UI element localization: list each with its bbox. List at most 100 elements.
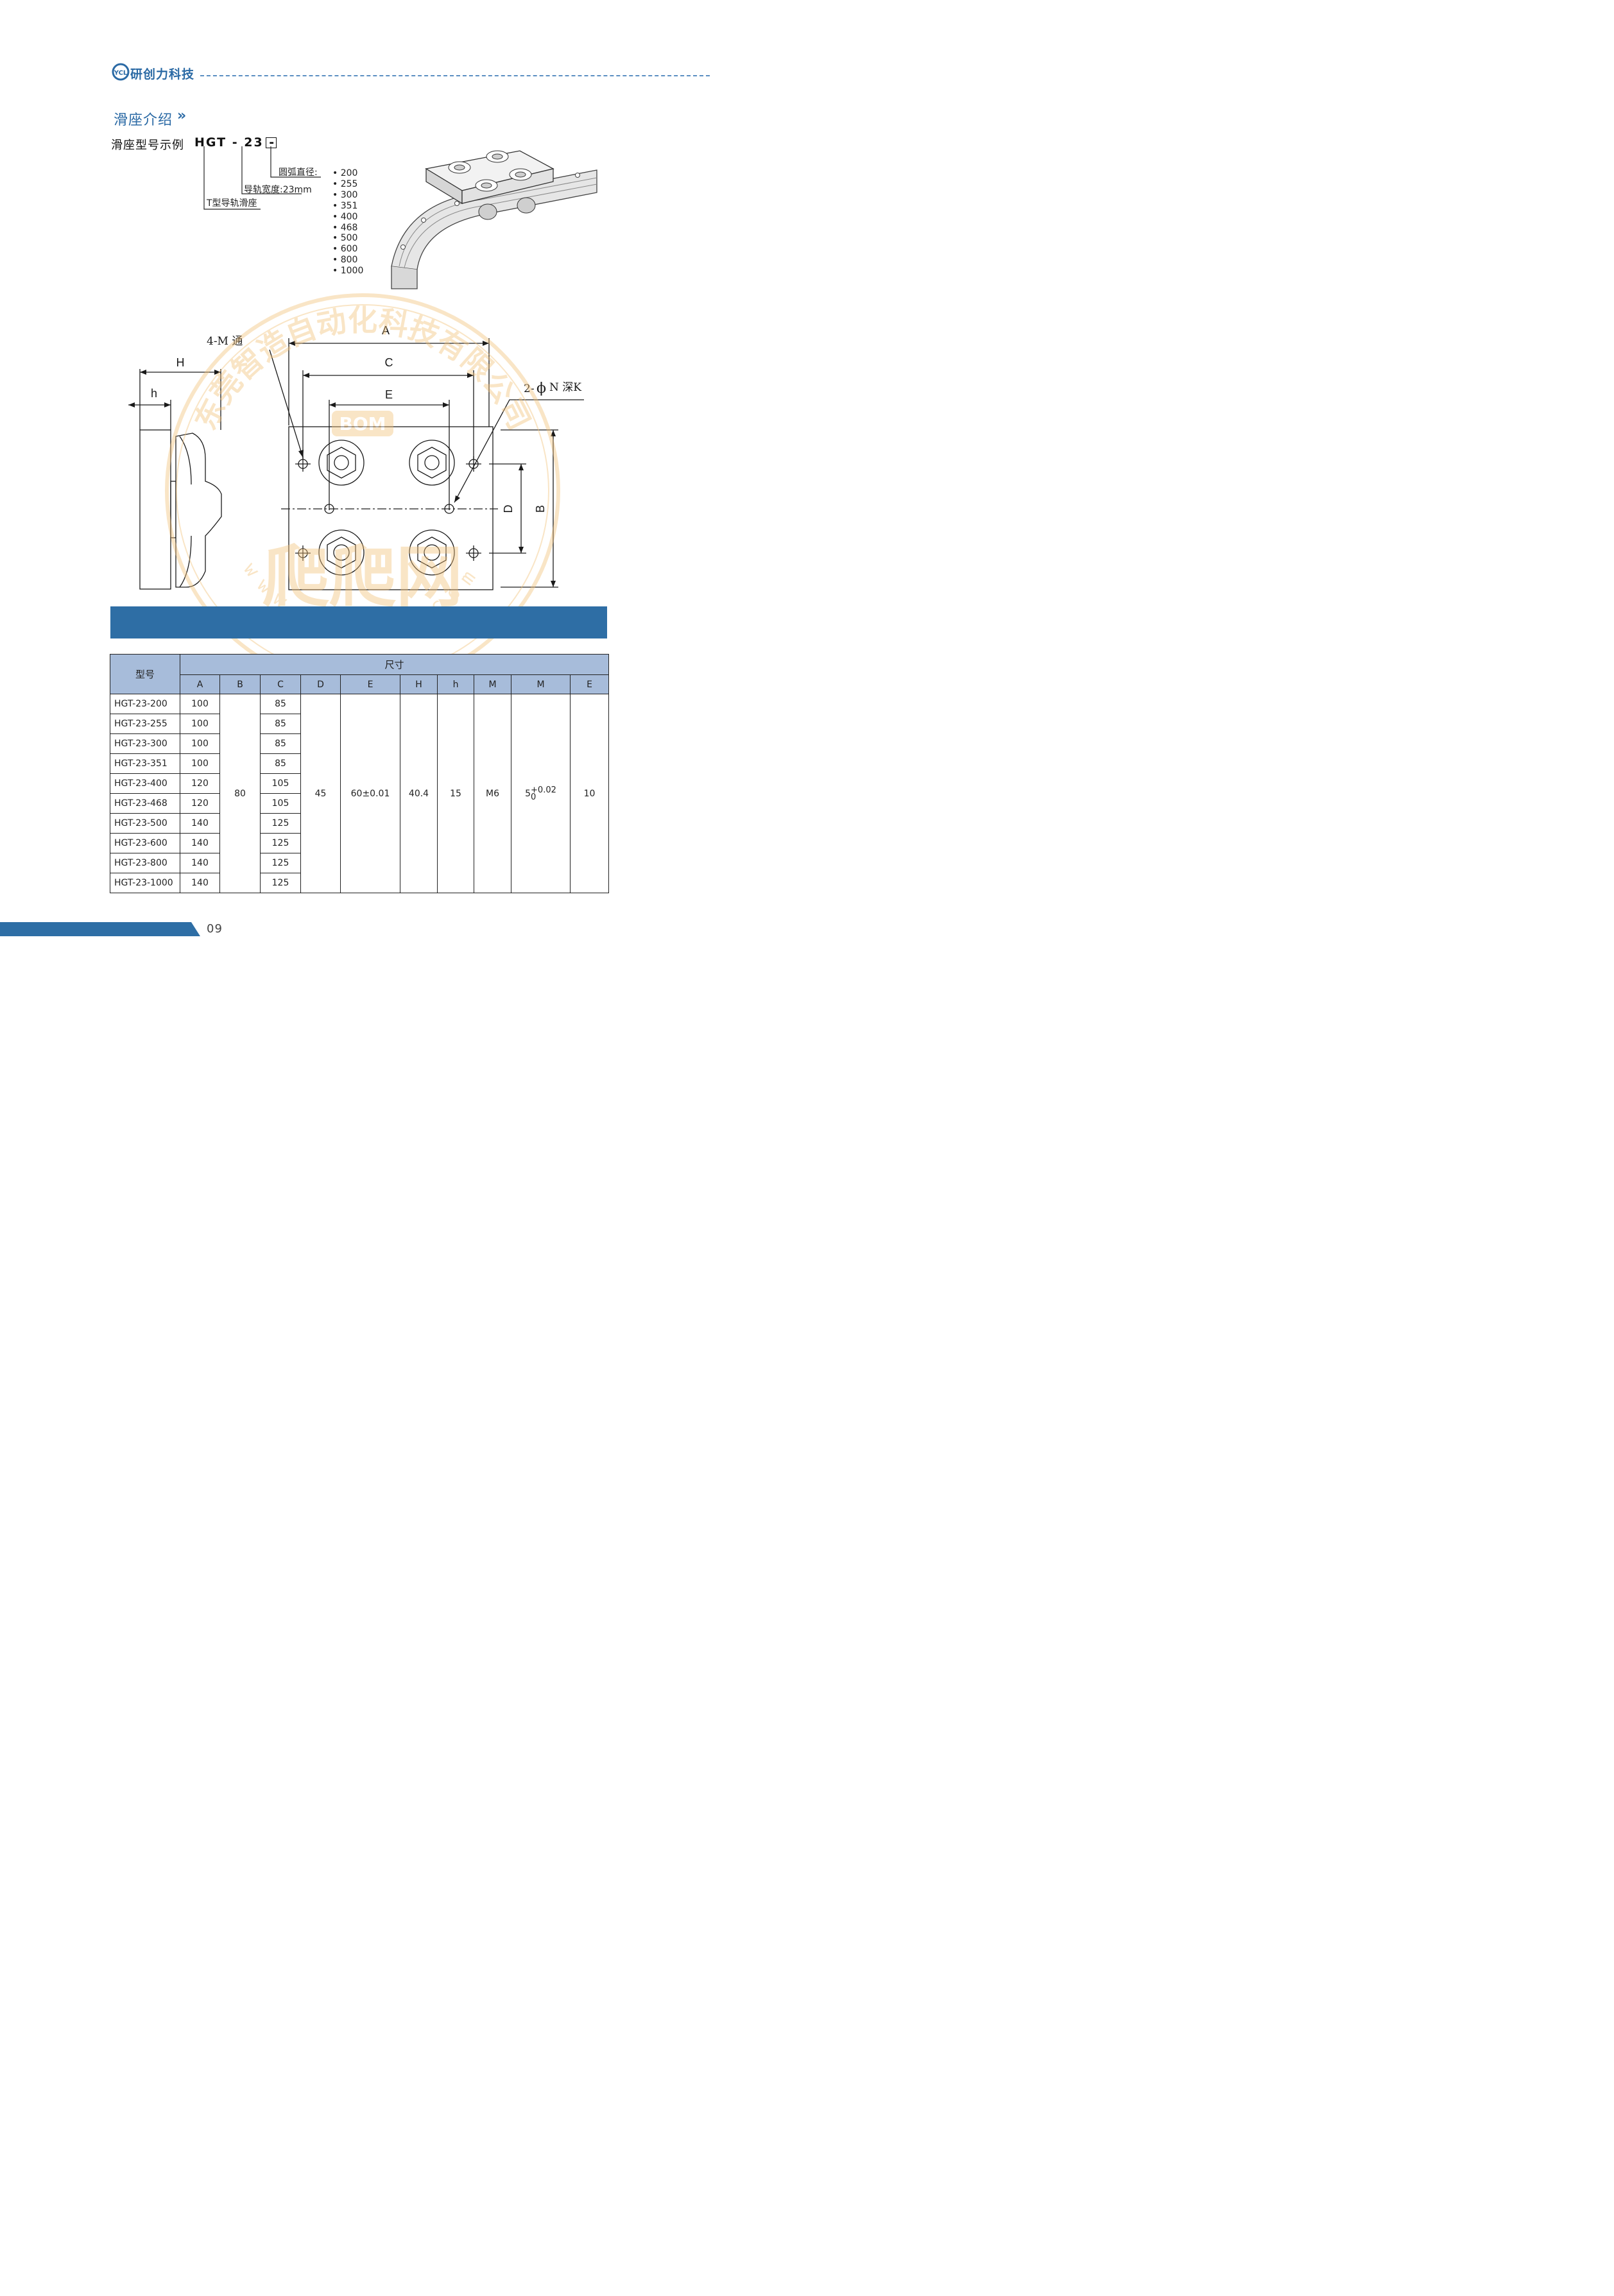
company-name: 研创力科技	[130, 67, 195, 81]
technical-drawing: 4-M 通 2- ϕ N 深K A C E H h D B	[128, 324, 584, 590]
diameter-item: 300	[332, 190, 363, 201]
cell-model: HGT-23-200	[110, 694, 180, 714]
diameter-item: 200	[332, 168, 363, 179]
diameter-item: 255	[332, 179, 363, 190]
cell-c: 105	[260, 793, 301, 814]
diameter-item: 400	[332, 212, 363, 223]
header-dimensions: 尺寸	[180, 654, 609, 675]
model-leader-lines	[203, 146, 321, 210]
cell-model: HGT-23-468	[110, 793, 180, 814]
cell-model: HGT-23-300	[110, 733, 180, 754]
cell-a: 140	[180, 873, 220, 893]
section-band	[110, 606, 607, 638]
cell-model: HGT-23-1000	[110, 873, 180, 893]
cell-c: 85	[260, 714, 301, 734]
cell-h-lower: 15	[437, 694, 474, 893]
dim-label-a: A	[382, 324, 390, 337]
leader-rail-width: 导轨宽度:23mm	[244, 185, 312, 195]
dim-label-c: C	[385, 356, 393, 369]
diameter-item: 600	[332, 244, 363, 255]
section-title: 滑座介绍	[114, 112, 173, 128]
side-plate	[139, 429, 171, 590]
header-col: C	[260, 674, 301, 694]
cell-e: 60±0.01	[340, 694, 400, 893]
diameter-item: 351	[332, 201, 363, 212]
cell-c: 85	[260, 694, 301, 714]
diameter-item: 500	[332, 233, 363, 244]
label-4m-through: 4-M 通	[207, 335, 243, 348]
footer-bar	[0, 922, 200, 936]
cell-m: M6	[474, 694, 511, 893]
tolerance-lower: 0	[531, 792, 537, 802]
cell-e2: 10	[570, 694, 609, 893]
company-logo-icon: YCL	[112, 63, 130, 81]
cell-a: 100	[180, 733, 220, 754]
diameter-item: 1000	[332, 266, 364, 277]
logo-mark: YCL	[114, 70, 128, 77]
tolerance-base: 5	[525, 788, 531, 799]
cell-model: HGT-23-255	[110, 714, 180, 734]
table-row: HGT-23-200 100 80 85 45 60±0.01 40.4 15 …	[110, 694, 609, 893]
header-col: D	[300, 674, 341, 694]
cell-a: 100	[180, 694, 220, 714]
cell-c: 125	[260, 873, 301, 893]
cell-model: HGT-23-351	[110, 753, 180, 774]
leader-slider-type: T型导轨滑座	[207, 198, 257, 209]
cell-model: HGT-23-500	[110, 813, 180, 834]
dim-label-d: D	[502, 505, 515, 513]
header-col: E	[570, 674, 609, 694]
header-divider	[200, 75, 710, 76]
front-plate	[288, 426, 494, 590]
diameter-list: 200 255 300 351 400 468 500 600 800 1000	[332, 168, 364, 277]
cell-c: 125	[260, 813, 301, 834]
header-col: h	[437, 674, 474, 694]
cell-a: 140	[180, 853, 220, 873]
page-number: 09	[207, 922, 223, 936]
cell-a: 100	[180, 714, 220, 734]
cell-h-upper: 40.4	[400, 694, 438, 893]
dim-label-h-lower: h	[151, 387, 157, 400]
header-model: 型号	[110, 654, 180, 694]
cell-a: 120	[180, 773, 220, 794]
leader-arc-diameter: 圆弧直径:	[279, 167, 318, 178]
cell-c: 85	[260, 753, 301, 774]
tolerance-upper: +0.02	[531, 785, 556, 795]
label-n-depth-k: N 深K	[549, 381, 581, 394]
spec-table: 型号 尺寸 A B C D E H h M M E HGT-23-200 100…	[110, 654, 609, 893]
dim-label-b: B	[534, 505, 547, 513]
label-2-prefix: 2-	[524, 382, 535, 395]
model-example-label: 滑座型号示例	[111, 139, 184, 152]
cell-d: 45	[300, 694, 341, 893]
cell-c: 125	[260, 833, 301, 853]
cell-a: 140	[180, 813, 220, 834]
cell-a: 140	[180, 833, 220, 853]
header-col: B	[219, 674, 261, 694]
cell-a: 100	[180, 753, 220, 774]
header-col: H	[400, 674, 438, 694]
cell-c: 125	[260, 853, 301, 873]
diameter-symbol: ϕ	[537, 381, 546, 397]
cell-b: 80	[219, 694, 261, 893]
header-col: M	[474, 674, 511, 694]
dim-label-h-upper: H	[176, 356, 185, 369]
header-col: M	[511, 674, 571, 694]
diameter-item: 468	[332, 223, 363, 234]
cell-model: HGT-23-800	[110, 853, 180, 873]
cell-model: HGT-23-400	[110, 773, 180, 794]
diameter-item: 800	[332, 255, 363, 266]
cell-model: HGT-23-600	[110, 833, 180, 853]
cell-c: 85	[260, 733, 301, 754]
model-code: HGT - 23 -	[194, 135, 276, 150]
cell-c: 105	[260, 773, 301, 794]
header-col: E	[340, 674, 400, 694]
product-illustration	[391, 150, 597, 289]
header-col: A	[180, 674, 220, 694]
